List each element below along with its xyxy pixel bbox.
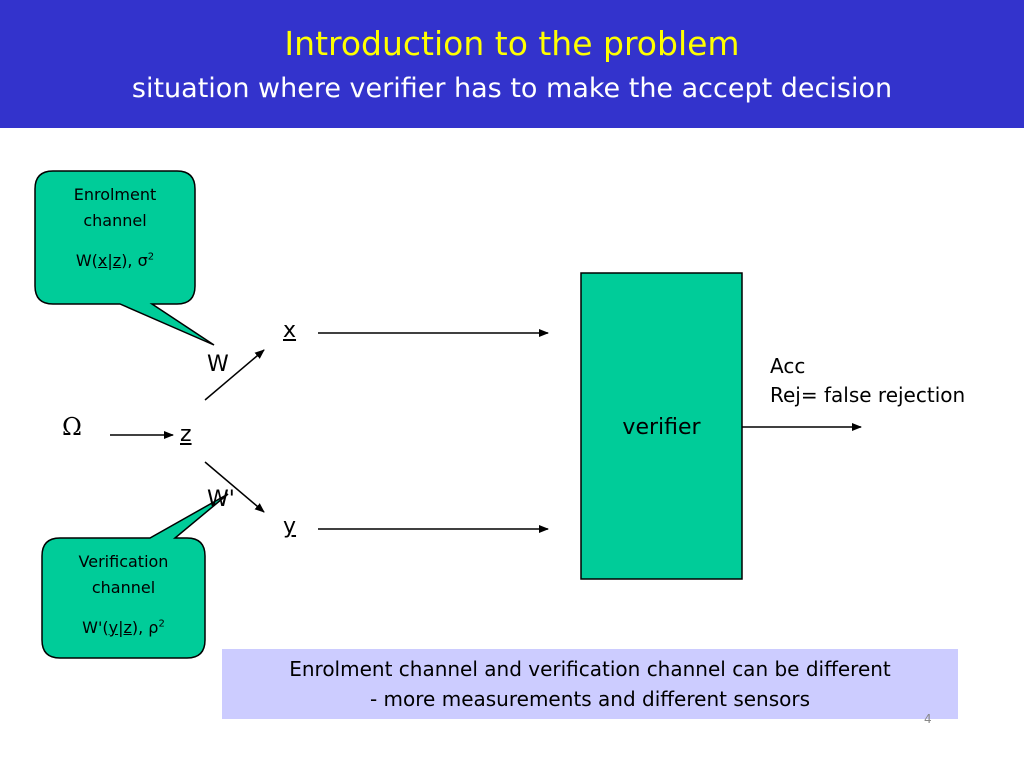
note-line1: Enrolment channel and verification chann…	[289, 657, 891, 681]
verification-formula-suffix: ), ρ	[131, 618, 159, 637]
enrolment-formula-bar: |	[107, 251, 113, 270]
verification-line1: Verification	[78, 552, 169, 571]
enrolment-formula-x: x	[97, 251, 108, 270]
w-prime-channel-label: W'	[207, 487, 235, 512]
enrolment-formula-suffix: ), σ	[121, 251, 148, 270]
enrolment-callout-bubble	[34, 170, 215, 346]
verification-formula-prefix: W'(	[82, 618, 109, 637]
omega-source-label: Ω	[62, 413, 82, 441]
verification-formula-exponent: 2	[158, 618, 165, 630]
verification-formula-z: z	[123, 618, 132, 637]
y-label: y	[283, 514, 297, 539]
slide-number: 4	[924, 712, 932, 726]
x-label: x	[283, 318, 297, 343]
w-channel-arrow	[204, 349, 265, 401]
verification-formula-bar: |	[118, 618, 124, 637]
slide-header: Introduction to the problem situation wh…	[0, 0, 1024, 128]
enrolment-callout-text: Enrolment channel W(x|z), σ2	[35, 182, 195, 274]
note-line2: - more measurements and different sensor…	[369, 687, 811, 711]
accept-label: Acc	[770, 354, 806, 378]
reject-label: Rej= false rejection	[770, 383, 966, 407]
verification-line2: channel	[91, 578, 156, 597]
w-channel-label: W	[207, 352, 229, 377]
enrolment-line2: channel	[83, 211, 147, 230]
slide-title: Introduction to the problem	[284, 24, 740, 63]
verification-callout-text: Verification channel W'(y|z), ρ2	[42, 549, 205, 641]
decision-outcome: Acc Rej= false rejection	[770, 352, 965, 410]
enrolment-line1: Enrolment	[73, 185, 157, 204]
note-box: Enrolment channel and verification chann…	[222, 649, 958, 719]
verifier-box	[580, 272, 743, 580]
enrolment-formula-z: z	[112, 251, 122, 270]
w-prime-channel-arrow	[204, 461, 265, 513]
enrolment-formula: W(x|z), σ2	[35, 248, 195, 274]
enrolment-formula-exponent: 2	[147, 251, 155, 263]
verification-formula-y: y	[108, 618, 119, 637]
z-label: z	[180, 422, 192, 447]
enrolment-formula-prefix: W(	[75, 251, 98, 270]
verifier-label: verifier	[622, 415, 701, 440]
verification-callout-bubble	[41, 493, 229, 659]
slide-subtitle: situation where verifier has to make the…	[131, 73, 893, 104]
verification-formula: W'(y|z), ρ2	[42, 615, 205, 641]
